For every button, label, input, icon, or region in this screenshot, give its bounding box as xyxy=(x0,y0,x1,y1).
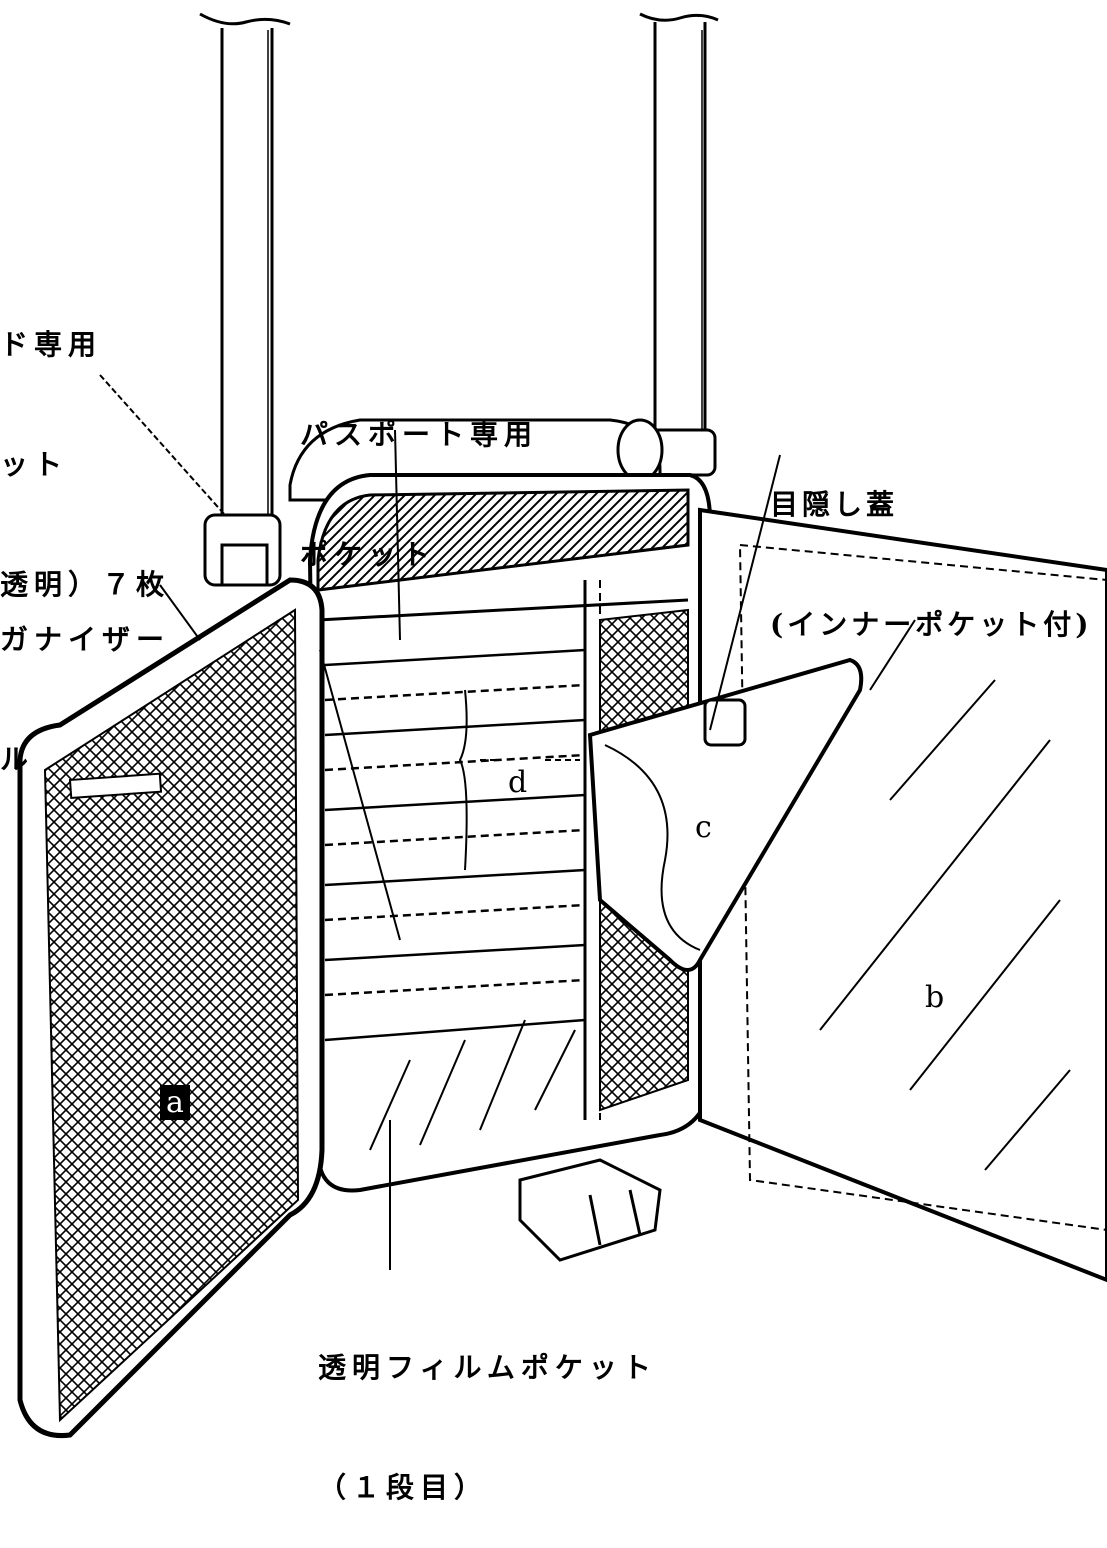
label-passport-pocket: パスポート専用 ポケット xyxy=(300,418,539,571)
marker-c: c xyxy=(695,810,712,845)
label-cover: 目隠し蓋 (インナーポケット付) xyxy=(770,488,1093,641)
marker-a: a xyxy=(160,1085,190,1120)
marker-d: d xyxy=(508,765,528,800)
cover-flap-c xyxy=(587,657,864,972)
label-organizer: ガナイザー ル xyxy=(0,623,171,776)
buckle xyxy=(518,1158,662,1262)
passport-pocket-stripes xyxy=(324,648,586,1042)
mesh-flap-a xyxy=(17,577,325,1439)
leader-lines xyxy=(99,374,781,1270)
bag-organizer-illustration xyxy=(17,12,1107,1439)
shoulder-strap-right xyxy=(638,12,719,477)
shoulder-strap-left xyxy=(199,12,291,587)
label-film-pocket: 透明フィルムポケット （１段目） xyxy=(318,1351,657,1504)
padded-top-band xyxy=(316,488,690,592)
film-pocket-reflections xyxy=(369,1019,576,1151)
label-card-pocket: ド専用 ット 透明）７枚 xyxy=(0,328,171,601)
marker-b: b xyxy=(925,980,945,1015)
